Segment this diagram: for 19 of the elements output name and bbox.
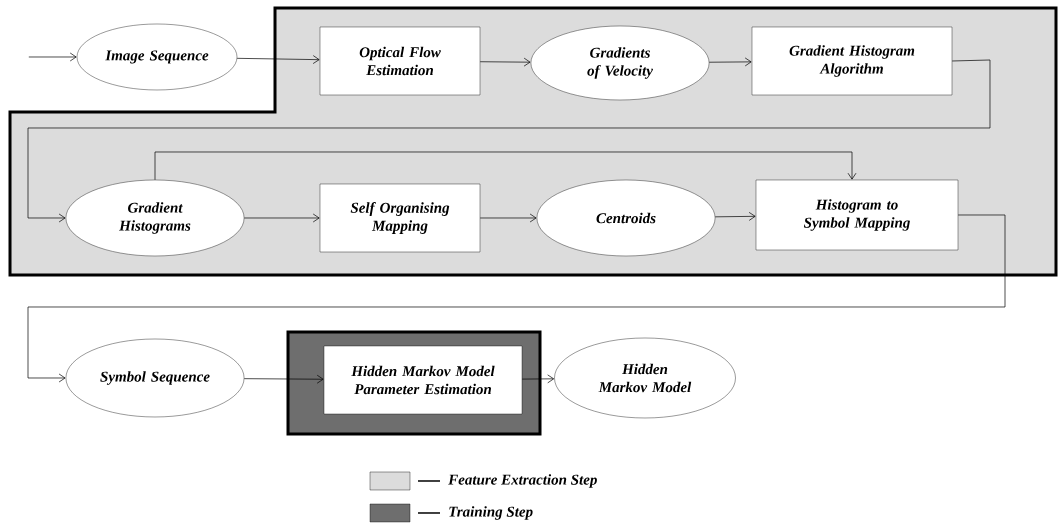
arrow — [154, 151, 857, 181]
process-box: Optical Flow Estimation — [319, 26, 481, 96]
legend-label: Feature Extraction Step — [448, 474, 597, 488]
arrow — [243, 213, 320, 223]
legend-label: Training Step — [449, 506, 533, 520]
arrow — [708, 57, 752, 67]
arrow — [521, 374, 555, 384]
arrow — [28, 52, 77, 62]
process-box: Self Organising Mapping — [319, 183, 481, 253]
arrow — [243, 374, 324, 384]
arrow — [236, 55, 320, 64]
process-box: Gradient Histogram Algorithm — [751, 26, 953, 96]
arrow — [27, 214, 1006, 383]
process-box: Histogram to Symbol Mapping — [755, 179, 959, 251]
arrow — [479, 213, 537, 223]
arrow — [27, 59, 991, 223]
process-box: Hidden Markov Model Parameter Estimation — [323, 345, 523, 415]
arrow — [479, 57, 531, 67]
arrow — [714, 212, 756, 221]
